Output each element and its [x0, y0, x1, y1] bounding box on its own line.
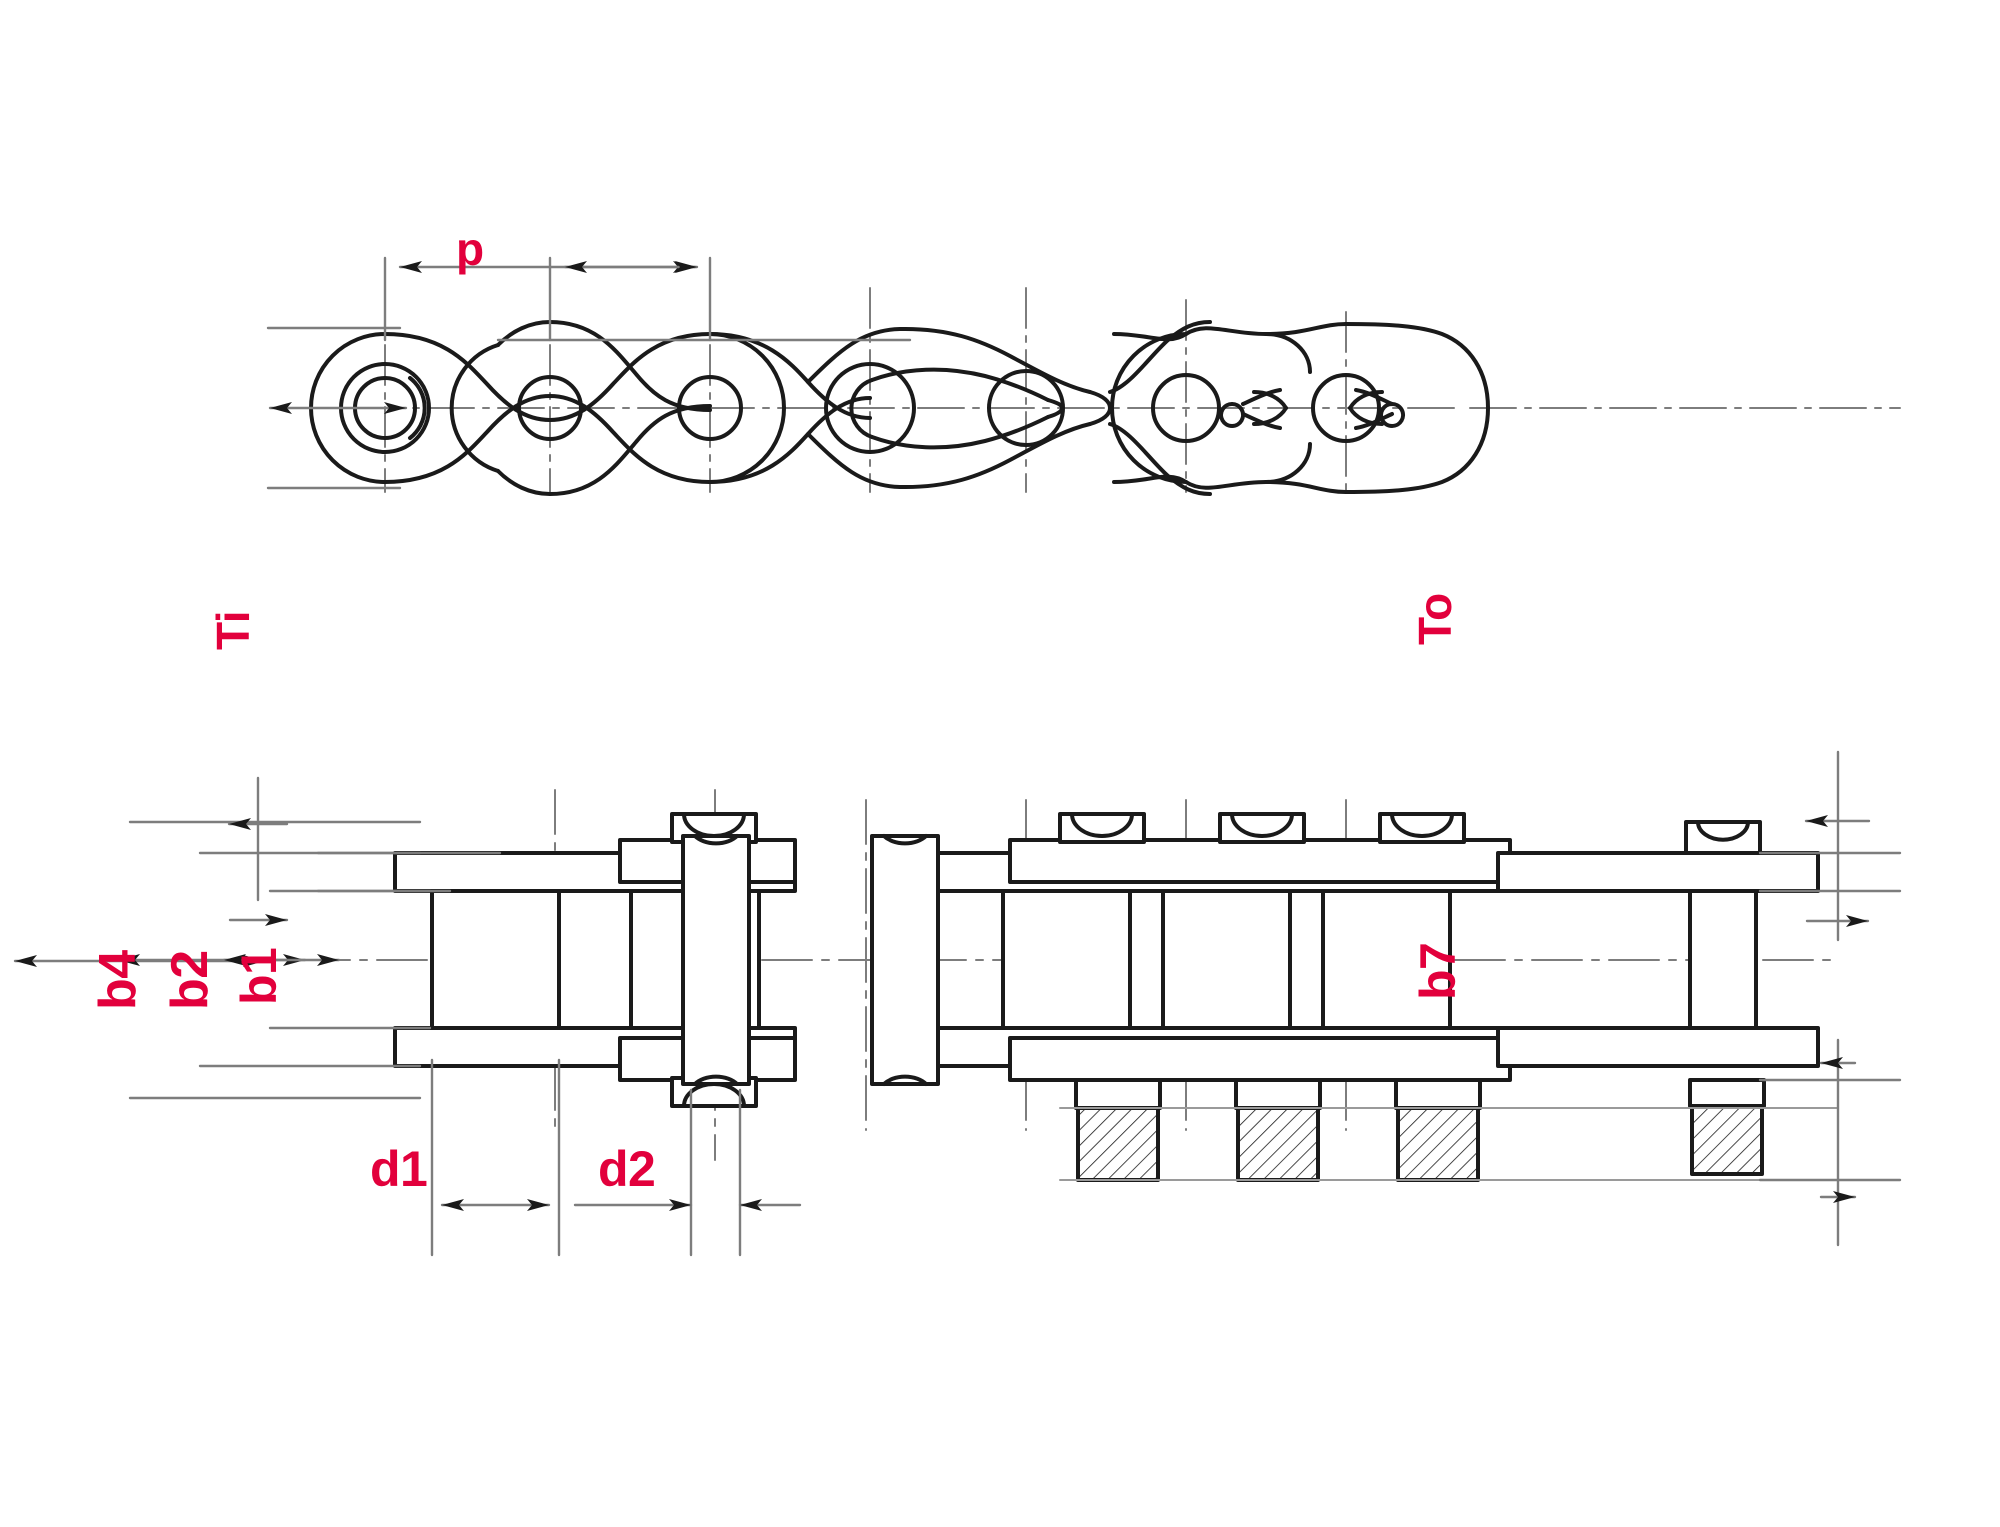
- end-pin: [1688, 889, 1758, 1030]
- section-center-pin: [681, 834, 751, 1086]
- outer-plate-upper-right: [1008, 838, 1512, 884]
- bushing-right-1: [1128, 889, 1165, 1030]
- cotter-plate-right: [1344, 322, 1490, 494]
- dimension-label-b4: b4: [89, 950, 147, 1010]
- cotter-pin-clips: [1219, 388, 1406, 430]
- bushing-left-1: [557, 889, 633, 1030]
- ti-dimension: [227, 776, 502, 926]
- bolt-extent-lines: [1059, 1107, 1839, 1181]
- dimension-label-p: p: [456, 223, 484, 275]
- rivet-head-right-end: [1684, 820, 1762, 855]
- section-left-dimensions: [13, 820, 432, 1100]
- to-dimension: [1758, 750, 1902, 942]
- dimension-label-d1: d1: [370, 1141, 428, 1197]
- roller-right-1: [1001, 889, 1132, 1030]
- connecting-link-inner-outline: [870, 367, 1050, 402]
- d1-dimension: [430, 1058, 561, 1257]
- dimension-label-b1: b1: [231, 947, 287, 1005]
- connecting-link-plate: [806, 326, 1092, 394]
- roller-left-1: [430, 889, 561, 1030]
- outer-plate-lower-right: [1008, 1036, 1512, 1082]
- bushing-right-2: [1288, 889, 1325, 1030]
- end-plate-upper: [1496, 851, 1820, 893]
- chain-plate-inner-1: [496, 320, 712, 412]
- bolt-group-right: [1074, 1078, 1766, 1182]
- section-view-group: [13, 750, 1902, 1257]
- roller-right-3: [1321, 889, 1452, 1030]
- roller-right-2: [1161, 889, 1292, 1030]
- end-plate-lower: [1496, 1026, 1820, 1068]
- dimension-label-Ti: Ti: [207, 610, 259, 650]
- dimension-label-d2: d2: [598, 1141, 656, 1197]
- b7-dimension: [1758, 1038, 1902, 1247]
- d2-dimension: [573, 1088, 802, 1257]
- dimension-label-b7: b7: [1410, 942, 1466, 1000]
- dimension-label-b2: b2: [161, 950, 219, 1010]
- pitch-dimension: [383, 256, 912, 342]
- chain-plate-outer-1: [383, 332, 712, 422]
- connecting-pin-center: [870, 834, 940, 1086]
- side-view-group: [266, 256, 1901, 496]
- side-view-height-dimension: [266, 326, 408, 490]
- dimension-label-To: To: [1409, 593, 1461, 645]
- rivet-heads-right-top: [1058, 812, 1466, 844]
- chain-plate-outer-4: [1112, 322, 1348, 342]
